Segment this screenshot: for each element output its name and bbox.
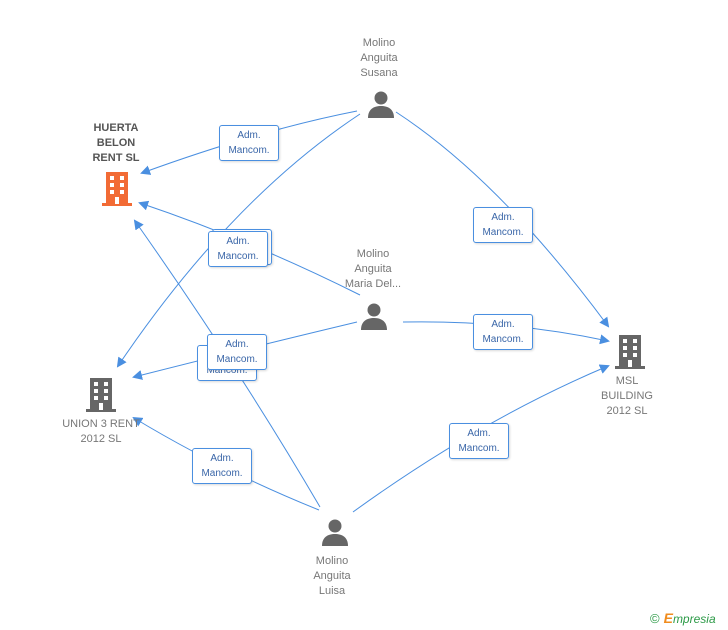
edge-label-luisa-union3[interactable]: Adm. Mancom.: [192, 448, 252, 484]
person-icon[interactable]: [359, 302, 389, 332]
edge-susana-union3: [116, 113, 361, 368]
company-label-msl: MSL BUILDING 2012 SL: [601, 375, 653, 417]
company-label-union3: UNION 3 RENT 2012 SL: [62, 418, 140, 445]
brand-initial: E: [663, 610, 673, 626]
person-label-maria: Molino Anguita Maria Del...: [344, 248, 402, 290]
building-icon[interactable]: [101, 171, 133, 207]
brand-footer: ©Empresia: [650, 610, 716, 626]
person-icon[interactable]: [366, 90, 396, 120]
building-icon[interactable]: [85, 377, 117, 413]
edge-label-maria-union3[interactable]: Adm. Mancom.: [207, 334, 267, 370]
company-label-huerta: HUERTA BELON RENT SL: [92, 122, 140, 164]
building-icon[interactable]: [614, 334, 646, 370]
edge-susana-msl: [395, 111, 610, 328]
edge-label-susana-huerta[interactable]: Adm. Mancom.: [219, 125, 279, 161]
edge-label-luisa-msl[interactable]: Adm. Mancom.: [449, 423, 509, 459]
copyright-symbol: ©: [650, 611, 660, 626]
person-label-luisa: Molino Anguita Luisa: [313, 555, 351, 597]
brand-name: mpresia: [672, 612, 716, 626]
edge-label-maria-msl[interactable]: Adm. Mancom.: [473, 314, 533, 350]
person-label-susana: Molino Anguita Susana: [360, 37, 398, 79]
edge-label-susana-msl[interactable]: Adm. Mancom.: [473, 207, 533, 243]
edge-label-maria-huerta[interactable]: Adm. Mancom.: [208, 231, 268, 267]
person-icon[interactable]: [320, 518, 350, 548]
